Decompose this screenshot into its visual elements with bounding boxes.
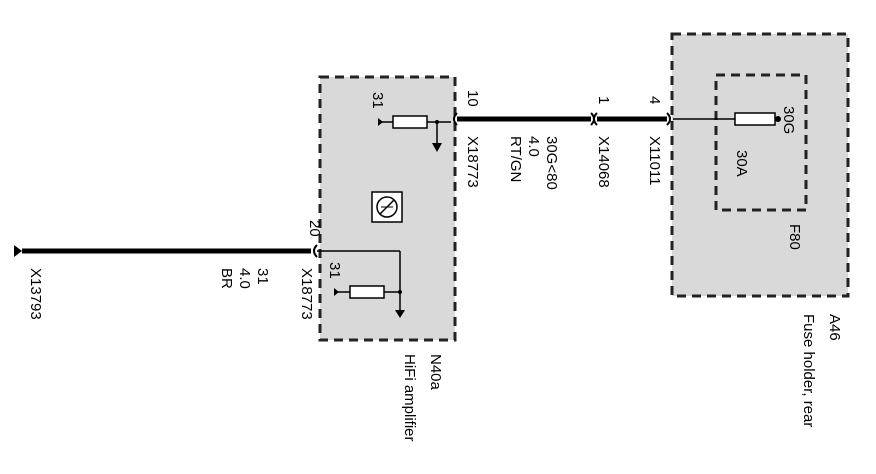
fuse-terminal: 30G <box>780 106 797 134</box>
wire-left-size: 4.0 <box>236 268 253 289</box>
wire-right-circuit: 30G<80 <box>543 136 560 190</box>
fuse-holder-box <box>670 32 850 298</box>
left-connector-label: X13793 <box>27 268 44 320</box>
fuse-symbol <box>734 112 776 126</box>
wire-left-color: BR <box>218 268 235 289</box>
amplifier-ground-bottom: 31 <box>326 262 343 279</box>
speaker-symbol-icon <box>371 191 403 223</box>
fuse-holder-connector-label: X11011 <box>646 136 663 186</box>
amplifier-connector-20 <box>313 244 318 258</box>
inline-connector-label: X14068 <box>595 136 612 188</box>
amplifier-connector-10 <box>453 112 458 126</box>
wire-left-circuit: 31 <box>254 268 271 285</box>
fuse-holder-pin: 4 <box>646 96 663 104</box>
amplifier-name: HiFi amplifier <box>401 354 418 442</box>
wire-left-pin: 20 <box>306 220 323 237</box>
fuse-holder-name: Fuse holder, rear <box>800 314 817 427</box>
wire-right-color: RT/GN <box>507 136 524 182</box>
fuse-f80-box <box>714 73 808 212</box>
amplifier-connector-top-label: X18773 <box>464 136 481 188</box>
wire-right-pin-left: 10 <box>464 90 481 107</box>
resistor-bottom <box>349 285 385 299</box>
wire-right-size: 4.0 <box>525 136 542 157</box>
amplifier-ref: N40a <box>427 354 444 391</box>
fuse-ref: F80 <box>786 224 803 250</box>
fuse-rating: 30A <box>733 150 750 177</box>
fuse-holder-connector <box>666 112 671 126</box>
amplifier-ground-top: 31 <box>369 92 386 109</box>
resistor-top <box>392 115 428 129</box>
wire-right-pin-right: 1 <box>595 96 612 104</box>
amplifier-connector-bottom-label: X18773 <box>298 268 315 320</box>
fuse-holder-ref: A46 <box>826 314 843 341</box>
amplifier-box <box>318 75 457 342</box>
